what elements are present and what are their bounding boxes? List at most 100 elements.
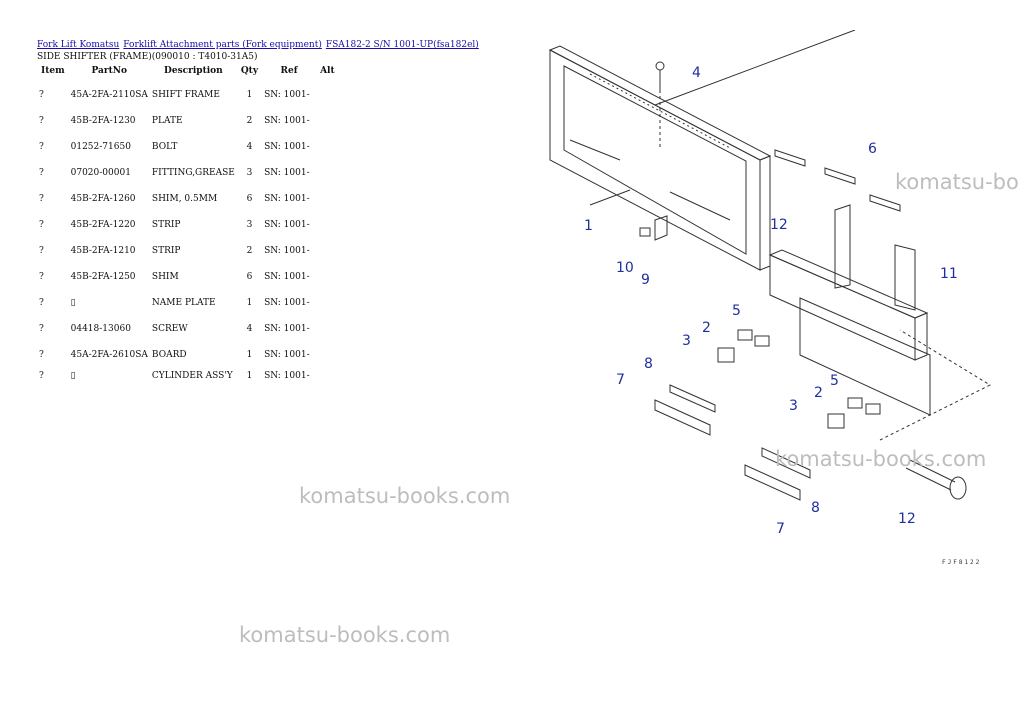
cell-description: CYLINDER ASS'Y (151, 371, 233, 381)
table-row: ? 45B-2FA-1220 STRIP 3 SN: 1001- (37, 212, 339, 238)
col-qty: Qty (240, 66, 259, 76)
parts-exploded-diagram: 1 2 2 3 3 4 5 5 6 7 7 8 8 9 10 11 12 12 … (548, 30, 992, 566)
grease-fitting-drawing (655, 61, 665, 90)
callout-10: 10 (616, 260, 634, 276)
cell-alt (316, 212, 339, 238)
name-plate-drawing (654, 215, 668, 241)
callout-1: 1 (584, 218, 593, 234)
breadcrumb-link-forklift[interactable]: Fork Lift Komatsu (37, 40, 120, 50)
cell-partno: 45B-2FA-1210 (70, 246, 136, 256)
cell-qty: 3 (246, 168, 253, 178)
drawing-code: FJF8122 (942, 559, 981, 566)
cell-item: ? (39, 324, 44, 334)
table-row: ? 45B-2FA-1260 SHIM, 0.5MM 6 SN: 1001- (37, 186, 339, 212)
cell-ref: SN: 1001- (264, 168, 310, 178)
cell-qty: 6 (246, 194, 253, 204)
cell-ref: SN: 1001- (264, 220, 310, 230)
cell-alt (316, 186, 339, 212)
cell-ref: SN: 1001- (264, 116, 310, 126)
screw-drawing (639, 227, 651, 237)
cell-qty: 4 (246, 142, 253, 152)
cell-item: ? (39, 116, 44, 126)
col-description: Description (164, 66, 223, 76)
callout-12: 12 (770, 217, 788, 233)
breadcrumb-link-attachment[interactable]: Forklift Attachment parts (Fork equipmen… (123, 40, 322, 50)
cell-alt (316, 108, 339, 134)
cell-item: ? (39, 168, 44, 178)
cell-qty: 1 (246, 298, 253, 308)
cell-qty: 2 (246, 116, 253, 126)
cell-item: ? (39, 90, 44, 100)
callout-8: 8 (644, 356, 653, 372)
col-partno: PartNo (91, 66, 128, 76)
cell-ref: SN: 1001- (264, 350, 310, 360)
cell-alt (316, 316, 339, 342)
cell-ref: SN: 1001- (264, 142, 310, 152)
table-row: ? 07020-00001 FITTING,GREASE 3 SN: 1001- (37, 160, 339, 186)
callout-2: 2 (702, 320, 711, 336)
cell-ref: SN: 1001- (264, 371, 310, 381)
cell-alt (316, 290, 339, 316)
cell-alt (316, 368, 339, 384)
board-drawing (768, 204, 931, 416)
cell-partno: ▯ (69, 290, 150, 316)
cell-item: ? (39, 246, 44, 256)
cell-description: SHIFT FRAME (151, 90, 220, 100)
strip-drawings (774, 149, 901, 212)
cell-description: NAME PLATE (151, 298, 216, 308)
cell-description: FITTING,GREASE (151, 168, 235, 178)
cell-description: SCREW (151, 324, 188, 334)
missing-glyph-icon: ▯ (70, 298, 76, 308)
table-header-row: Item PartNo Description Qty Ref Alt (37, 64, 339, 82)
missing-glyph-icon: ▯ (70, 371, 76, 381)
cell-ref: SN: 1001- (264, 194, 310, 204)
callout-3b: 3 (789, 398, 798, 414)
callout-5b: 5 (830, 373, 839, 389)
cell-ref: SN: 1001- (264, 324, 310, 334)
col-alt: Alt (320, 66, 335, 76)
cell-description: STRIP (151, 246, 181, 256)
cell-item: ? (39, 142, 44, 152)
parts-table: Item PartNo Description Qty Ref Alt ? 45A… (37, 64, 339, 384)
callout-5: 5 (732, 303, 741, 319)
cell-alt (316, 238, 339, 264)
shift-frame-drawing (548, 45, 772, 271)
cell-partno: 45A-2FA-2610SA (70, 350, 148, 360)
callout-9: 9 (641, 272, 650, 288)
cell-description: SHIM, 0.5MM (151, 194, 218, 204)
cell-partno: 07020-00001 (70, 168, 131, 178)
cell-item: ? (39, 194, 44, 204)
callout-11: 11 (940, 266, 958, 282)
cell-ref: SN: 1001- (264, 246, 310, 256)
cylinder-drawing (879, 329, 992, 500)
cell-item: ? (39, 298, 44, 308)
callout-6: 6 (868, 141, 877, 157)
cell-qty: 6 (246, 272, 253, 282)
cell-item: ? (39, 350, 44, 360)
col-item: Item (41, 66, 65, 76)
cell-description: PLATE (151, 116, 183, 126)
cell-qty: 3 (246, 220, 253, 230)
cell-item: ? (39, 220, 44, 230)
callout-7b: 7 (776, 521, 785, 537)
cell-partno: 45A-2FA-2110SA (70, 90, 148, 100)
cell-description: SHIM (151, 272, 179, 282)
cell-description: STRIP (151, 220, 181, 230)
callout-8b: 8 (811, 500, 820, 516)
cell-partno: 01252-71650 (70, 142, 131, 152)
breadcrumb-link-model[interactable]: FSA182-2 S/N 1001-UP(fsa182el) (325, 40, 479, 50)
cell-item: ? (39, 371, 44, 381)
watermark: komatsu-books.com (775, 447, 987, 471)
cell-partno: 45B-2FA-1220 (70, 220, 136, 230)
plate-shim-group-upper (654, 329, 770, 436)
watermark: komatsu-bo (895, 170, 1019, 194)
cell-partno: 04418-13060 (70, 324, 131, 334)
cell-ref: SN: 1001- (264, 272, 310, 282)
cell-partno: ▯ (69, 368, 150, 384)
cell-partno: 45B-2FA-1260 (70, 194, 136, 204)
